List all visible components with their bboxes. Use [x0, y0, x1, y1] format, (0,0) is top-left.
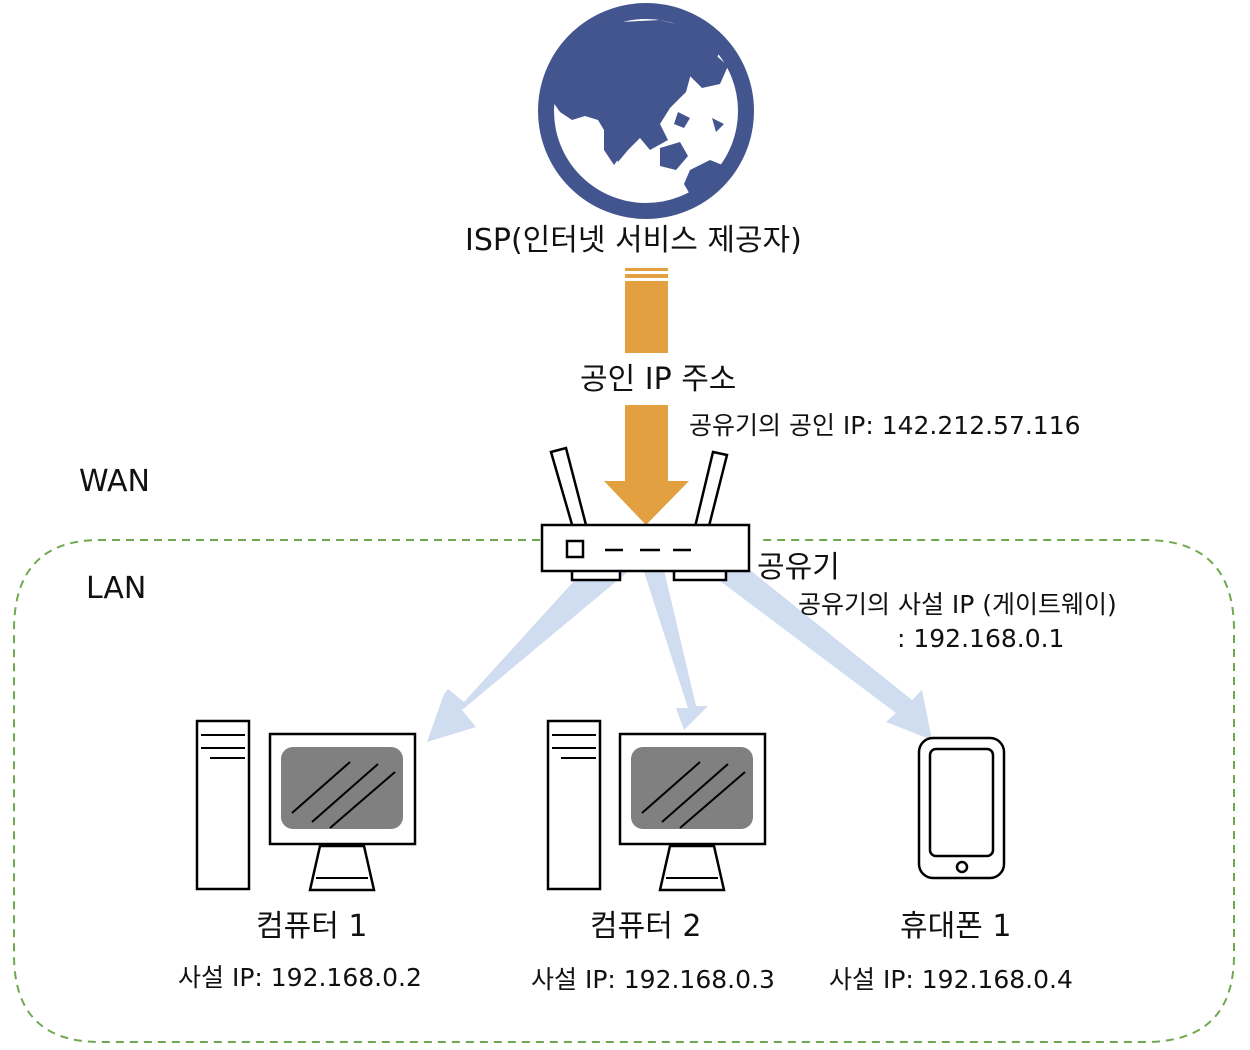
globe-icon [538, 3, 754, 219]
router-label: 공유기 [757, 550, 840, 585]
public-ip-label: 공인 IP 주소 [580, 362, 737, 397]
lan-arrows [427, 530, 932, 742]
computer-1-icon [195, 719, 417, 892]
router-icon [540, 446, 751, 582]
router-private-ip-line2: : 192.168.0.1 [897, 624, 1065, 653]
phone-icon [917, 736, 1006, 880]
wan-label: WAN [79, 464, 150, 499]
wan-arrow [604, 268, 689, 525]
router-public-ip: 공유기의 공인 IP: 142.212.57.116 [689, 411, 1081, 440]
lan-boundary [13, 539, 1235, 1043]
computer-2-icon [546, 719, 767, 892]
router-private-ip-line1: 공유기의 사설 IP (게이트웨이) [798, 590, 1117, 619]
device-1-ip: 사설 IP: 192.168.0.2 [178, 963, 422, 992]
isp-label: ISP(인터넷 서비스 제공자) [465, 223, 802, 258]
lan-label: LAN [86, 571, 147, 606]
device-2-ip: 사설 IP: 192.168.0.3 [531, 965, 775, 994]
device-3-name: 휴대폰 1 [900, 909, 1012, 944]
device-2-name: 컴퓨터 2 [590, 909, 702, 944]
device-1-name: 컴퓨터 1 [256, 909, 368, 944]
device-3-ip: 사설 IP: 192.168.0.4 [829, 965, 1073, 994]
